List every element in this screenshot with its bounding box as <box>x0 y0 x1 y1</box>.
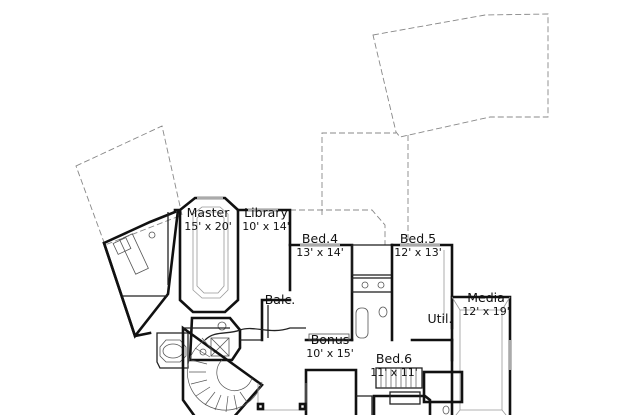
room-label-bonus: Bonus <box>311 332 350 347</box>
room-dims-media: 12' x 19' <box>462 305 510 318</box>
balcony-rail <box>204 327 306 341</box>
roof-outline-center <box>321 132 396 215</box>
room-label-bed5: Bed.5 <box>400 231 436 246</box>
master-tray-ceiling <box>192 206 229 299</box>
room-label-master: Master <box>187 205 231 220</box>
straight-stairs <box>375 367 423 389</box>
util-walls <box>422 370 464 404</box>
media-tray-ceiling <box>459 309 503 411</box>
spiral-staircase <box>181 325 306 415</box>
roof-outlines <box>75 13 549 246</box>
room-labels: Master 15' x 20' Library 10' x 14' Bed.4… <box>184 205 510 379</box>
room-dims-bonus: 10' x 15' <box>306 347 354 360</box>
bed6-room <box>372 391 450 415</box>
roof-outline-center-bottom <box>290 209 386 245</box>
library <box>236 208 292 292</box>
hallway-walls <box>240 338 454 362</box>
room-dims-bed4: 13' x 14' <box>296 246 344 259</box>
room-label-bed4: Bed.4 <box>302 231 338 246</box>
bonus-room <box>304 368 373 415</box>
shared-bath <box>351 243 394 342</box>
roof-outline-west <box>75 125 183 246</box>
media-room <box>450 295 512 415</box>
master-closet-walls <box>102 208 180 339</box>
front-porch <box>256 383 307 411</box>
room-label-util: Util. <box>428 311 453 326</box>
master-bath-walls <box>188 316 242 362</box>
bed4-walls <box>288 243 354 342</box>
roof-outline-northeast <box>372 13 549 138</box>
utility-room <box>422 370 464 404</box>
room-label-bed6: Bed.6 <box>376 351 412 366</box>
room-label-balcony: Balc. <box>265 292 296 307</box>
master-bedroom <box>178 196 240 314</box>
media-walls <box>450 295 512 415</box>
bonus-walls <box>304 368 358 415</box>
master-closet-wing <box>102 208 180 339</box>
room-dims-bed5: 12' x 13' <box>394 246 442 259</box>
bed6-walls <box>372 394 432 415</box>
stair-tower-walls <box>181 325 264 415</box>
room-dims-library: 10' x 14' <box>242 220 290 233</box>
room-label-library: Library <box>244 205 288 220</box>
room-label-media: Media <box>467 290 505 305</box>
room-dims-master: 15' x 20' <box>184 220 232 233</box>
room-dims-bed6: 11' x 11' <box>370 366 418 379</box>
